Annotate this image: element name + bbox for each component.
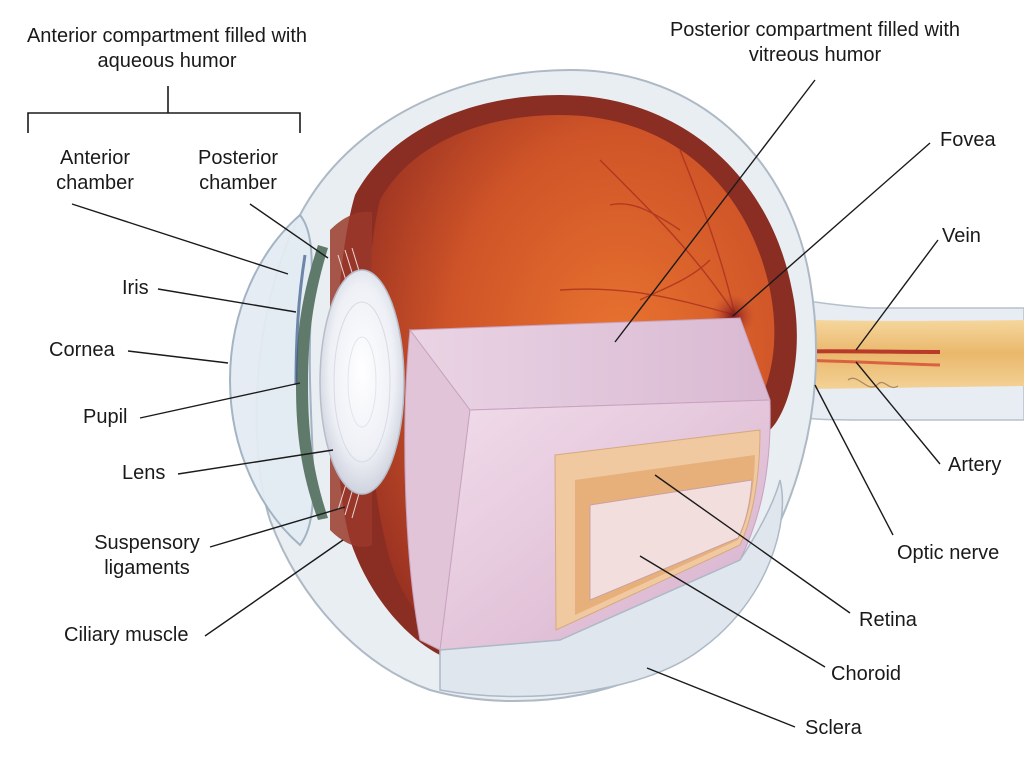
leader-optic-nerve bbox=[814, 384, 894, 536]
leader-iris bbox=[157, 288, 297, 313]
leader-anterior-chamber bbox=[71, 203, 289, 275]
leader-ciliary-muscle bbox=[204, 539, 344, 637]
leader-posterior-compartment bbox=[614, 79, 816, 343]
leader-posterior-chamber bbox=[249, 203, 329, 259]
leader-sclera bbox=[646, 667, 796, 728]
anterior-compartment-label: Anterior compartment filled with aqueous… bbox=[26, 25, 308, 72]
lens-label: Lens bbox=[122, 462, 166, 484]
leader-vein bbox=[855, 239, 939, 351]
anterior-chamber-label: Anterior chamber bbox=[56, 147, 134, 194]
sclera-cut-band bbox=[439, 479, 784, 698]
leader-lines bbox=[71, 79, 941, 728]
posterior-chamber-label: Posterior chamber bbox=[197, 147, 279, 194]
sclera-label: Sclera bbox=[805, 717, 862, 739]
leader-artery bbox=[855, 361, 941, 465]
artery-label: Artery bbox=[948, 454, 1002, 476]
iris-shape bbox=[296, 245, 328, 520]
leader-choroid bbox=[639, 555, 826, 668]
artist-signature bbox=[847, 377, 899, 388]
iris-label: Iris bbox=[122, 277, 149, 299]
suspensory-ligaments-label: Suspensory ligaments bbox=[94, 532, 200, 579]
leader-lens bbox=[177, 449, 334, 475]
retina-label: Retina bbox=[859, 609, 917, 631]
lens-shape bbox=[319, 269, 405, 495]
cut-layers bbox=[439, 429, 784, 698]
leader-retina bbox=[654, 474, 851, 614]
leader-cornea bbox=[127, 350, 229, 364]
posterior-compartment-label: Posterior compartment filled with vitreo… bbox=[669, 19, 961, 66]
leader-suspensory-ligaments bbox=[209, 506, 346, 548]
pupil-label: Pupil bbox=[83, 406, 128, 428]
leader-pupil bbox=[139, 382, 301, 419]
cornea-label: Cornea bbox=[49, 339, 115, 361]
ciliary-muscle-label: Ciliary muscle bbox=[64, 624, 189, 646]
leader-fovea bbox=[732, 142, 931, 317]
vein-label: Vein bbox=[942, 225, 981, 247]
optic-nerve-label: Optic nerve bbox=[897, 542, 1000, 564]
choroid-label: Choroid bbox=[831, 663, 902, 685]
anterior-compartment-bracket bbox=[27, 86, 301, 133]
fovea-label: Fovea bbox=[940, 129, 996, 151]
